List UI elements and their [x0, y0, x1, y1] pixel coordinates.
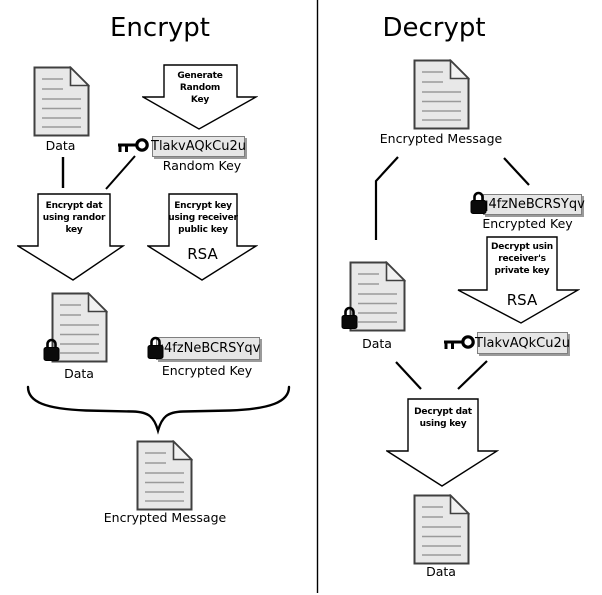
encrypt-data-arrow-icon: [17, 193, 125, 281]
document-icon: [349, 261, 406, 332]
decrypt-title: Decrypt: [382, 13, 486, 43]
document-icon: [33, 66, 90, 137]
lock-icon: [341, 306, 358, 329]
arrow-text-line: public key: [178, 225, 228, 235]
generate-key-arrow-text: Generate Random Key: [155, 70, 245, 106]
encrypted-key-value-box: q4fzNeBCRSYqv: [480, 194, 585, 215]
encrypted-message-label: Encrypted Message: [103, 510, 227, 525]
lock-icon: [147, 336, 164, 359]
key-icon: [118, 138, 149, 152]
encrypt-data-arrow-text: Encrypt dat using randor key: [29, 200, 119, 236]
rsa-label: RSA: [506, 291, 538, 309]
lock-icon: [470, 191, 487, 214]
arrow-text-line: using randor: [42, 213, 106, 223]
encrypt-title: Encrypt: [110, 13, 210, 43]
connector-key-to-decrypt: [457, 360, 488, 390]
connector-data-to-decrypt: [395, 361, 422, 390]
data-label: Data: [362, 336, 392, 351]
session-key-value-box: TlakvAQkCu2u: [475, 332, 570, 354]
arrow-text-line: Decrypt dat: [414, 407, 472, 417]
connector-message-to-data: [374, 156, 399, 240]
encrypt-key-arrow-icon: [147, 193, 258, 281]
encrypted-data-label: Data: [64, 366, 94, 381]
encrypted-key-label: Encrypted Key: [161, 363, 253, 378]
random-key-value-box: TlakvAQkCu2u: [151, 136, 246, 157]
encrypted-message-label: Encrypted Message: [379, 131, 503, 146]
arrow-text-line: Random: [179, 83, 221, 93]
generate-key-arrow-icon: [142, 64, 258, 130]
arrow-text-line: using receiver: [168, 213, 238, 223]
random-key-label: Random Key: [162, 158, 242, 173]
encrypted-key-label: Encrypted Key: [482, 216, 573, 231]
connector-message-to-key: [503, 157, 530, 186]
brace-icon: [26, 385, 291, 435]
arrow-text-line: receiver's: [498, 254, 546, 264]
encrypt-key-arrow-text: Encrypt key using receiver public key: [158, 200, 248, 236]
arrow-text-line: Encrypt dat: [45, 201, 103, 211]
arrow-text-line: using key: [419, 419, 467, 429]
rsa-label: RSA: [187, 245, 218, 263]
data-label: Data: [45, 138, 76, 153]
key-icon: [444, 335, 475, 349]
connector-key-to-arrow: [105, 155, 136, 190]
decrypt-key-arrow-text: Decrypt usin receiver's private key: [477, 241, 567, 277]
lock-icon: [43, 338, 60, 361]
document-icon: [136, 440, 193, 511]
arrow-text-line: Encrypt key: [174, 201, 232, 211]
arrow-text-line: Generate: [177, 71, 223, 81]
arrow-text-line: private key: [494, 266, 550, 276]
arrow-text-line: key: [65, 225, 83, 235]
document-icon: [413, 494, 470, 565]
final-data-label: Data: [426, 564, 456, 579]
decrypt-data-arrow-text: Decrypt dat using key: [398, 406, 488, 430]
arrow-text-line: Decrypt usin: [491, 242, 553, 252]
decrypt-key-arrow-icon: [457, 236, 580, 324]
encrypted-key-value-box: q4fzNeBCRSYqv: [156, 337, 260, 360]
document-icon: [413, 59, 470, 130]
arrow-text-line: Key: [190, 95, 210, 105]
decrypt-data-arrow-icon: [386, 398, 499, 487]
